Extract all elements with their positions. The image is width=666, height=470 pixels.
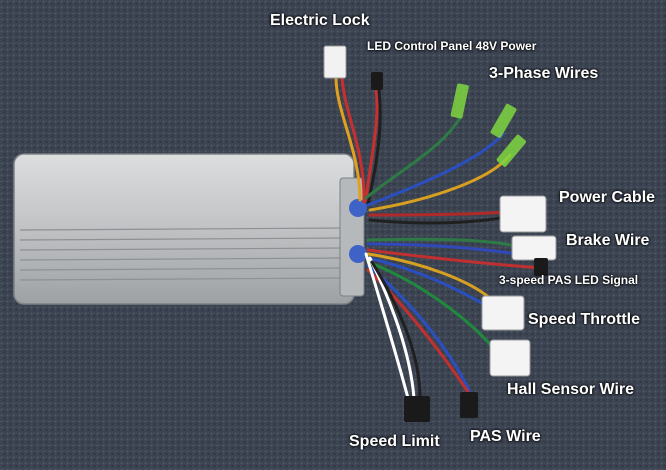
label-pas-wire: PAS Wire xyxy=(470,428,541,445)
throttle-connector xyxy=(481,295,525,331)
label-speed-limit: Speed Limit xyxy=(349,433,440,450)
label-speed-throttle: Speed Throttle xyxy=(528,311,641,328)
label-pas-led-signal: 3-speed PAS LED Signal xyxy=(499,273,639,287)
label-led-control-panel: LED Control Panel 48V Power xyxy=(367,39,537,53)
label-electric-lock: Electric Lock xyxy=(270,12,370,29)
label-brake-wire: Brake Wire xyxy=(566,232,650,249)
hall-connector xyxy=(489,339,531,377)
led-connector xyxy=(371,72,383,90)
phase-connector-2 xyxy=(490,103,517,138)
controller-housing xyxy=(13,153,367,305)
label-hall-sensor-wire: Hall Sensor Wire xyxy=(507,381,635,398)
speed-limit-connector xyxy=(404,396,430,422)
connectors xyxy=(323,45,557,422)
power-connector xyxy=(499,195,547,233)
label-power-cable: Power Cable xyxy=(559,189,656,206)
phase-connector-1 xyxy=(450,83,469,119)
lower-wires xyxy=(364,237,542,400)
brake-connector xyxy=(511,235,557,261)
lock-connector xyxy=(323,45,347,79)
pas-led-connector xyxy=(534,258,548,276)
phase-connector-3 xyxy=(496,134,527,167)
label-3-phase-wires: 3-Phase Wires xyxy=(489,65,599,82)
pas-connector xyxy=(460,392,478,418)
upper-wires xyxy=(334,73,512,225)
